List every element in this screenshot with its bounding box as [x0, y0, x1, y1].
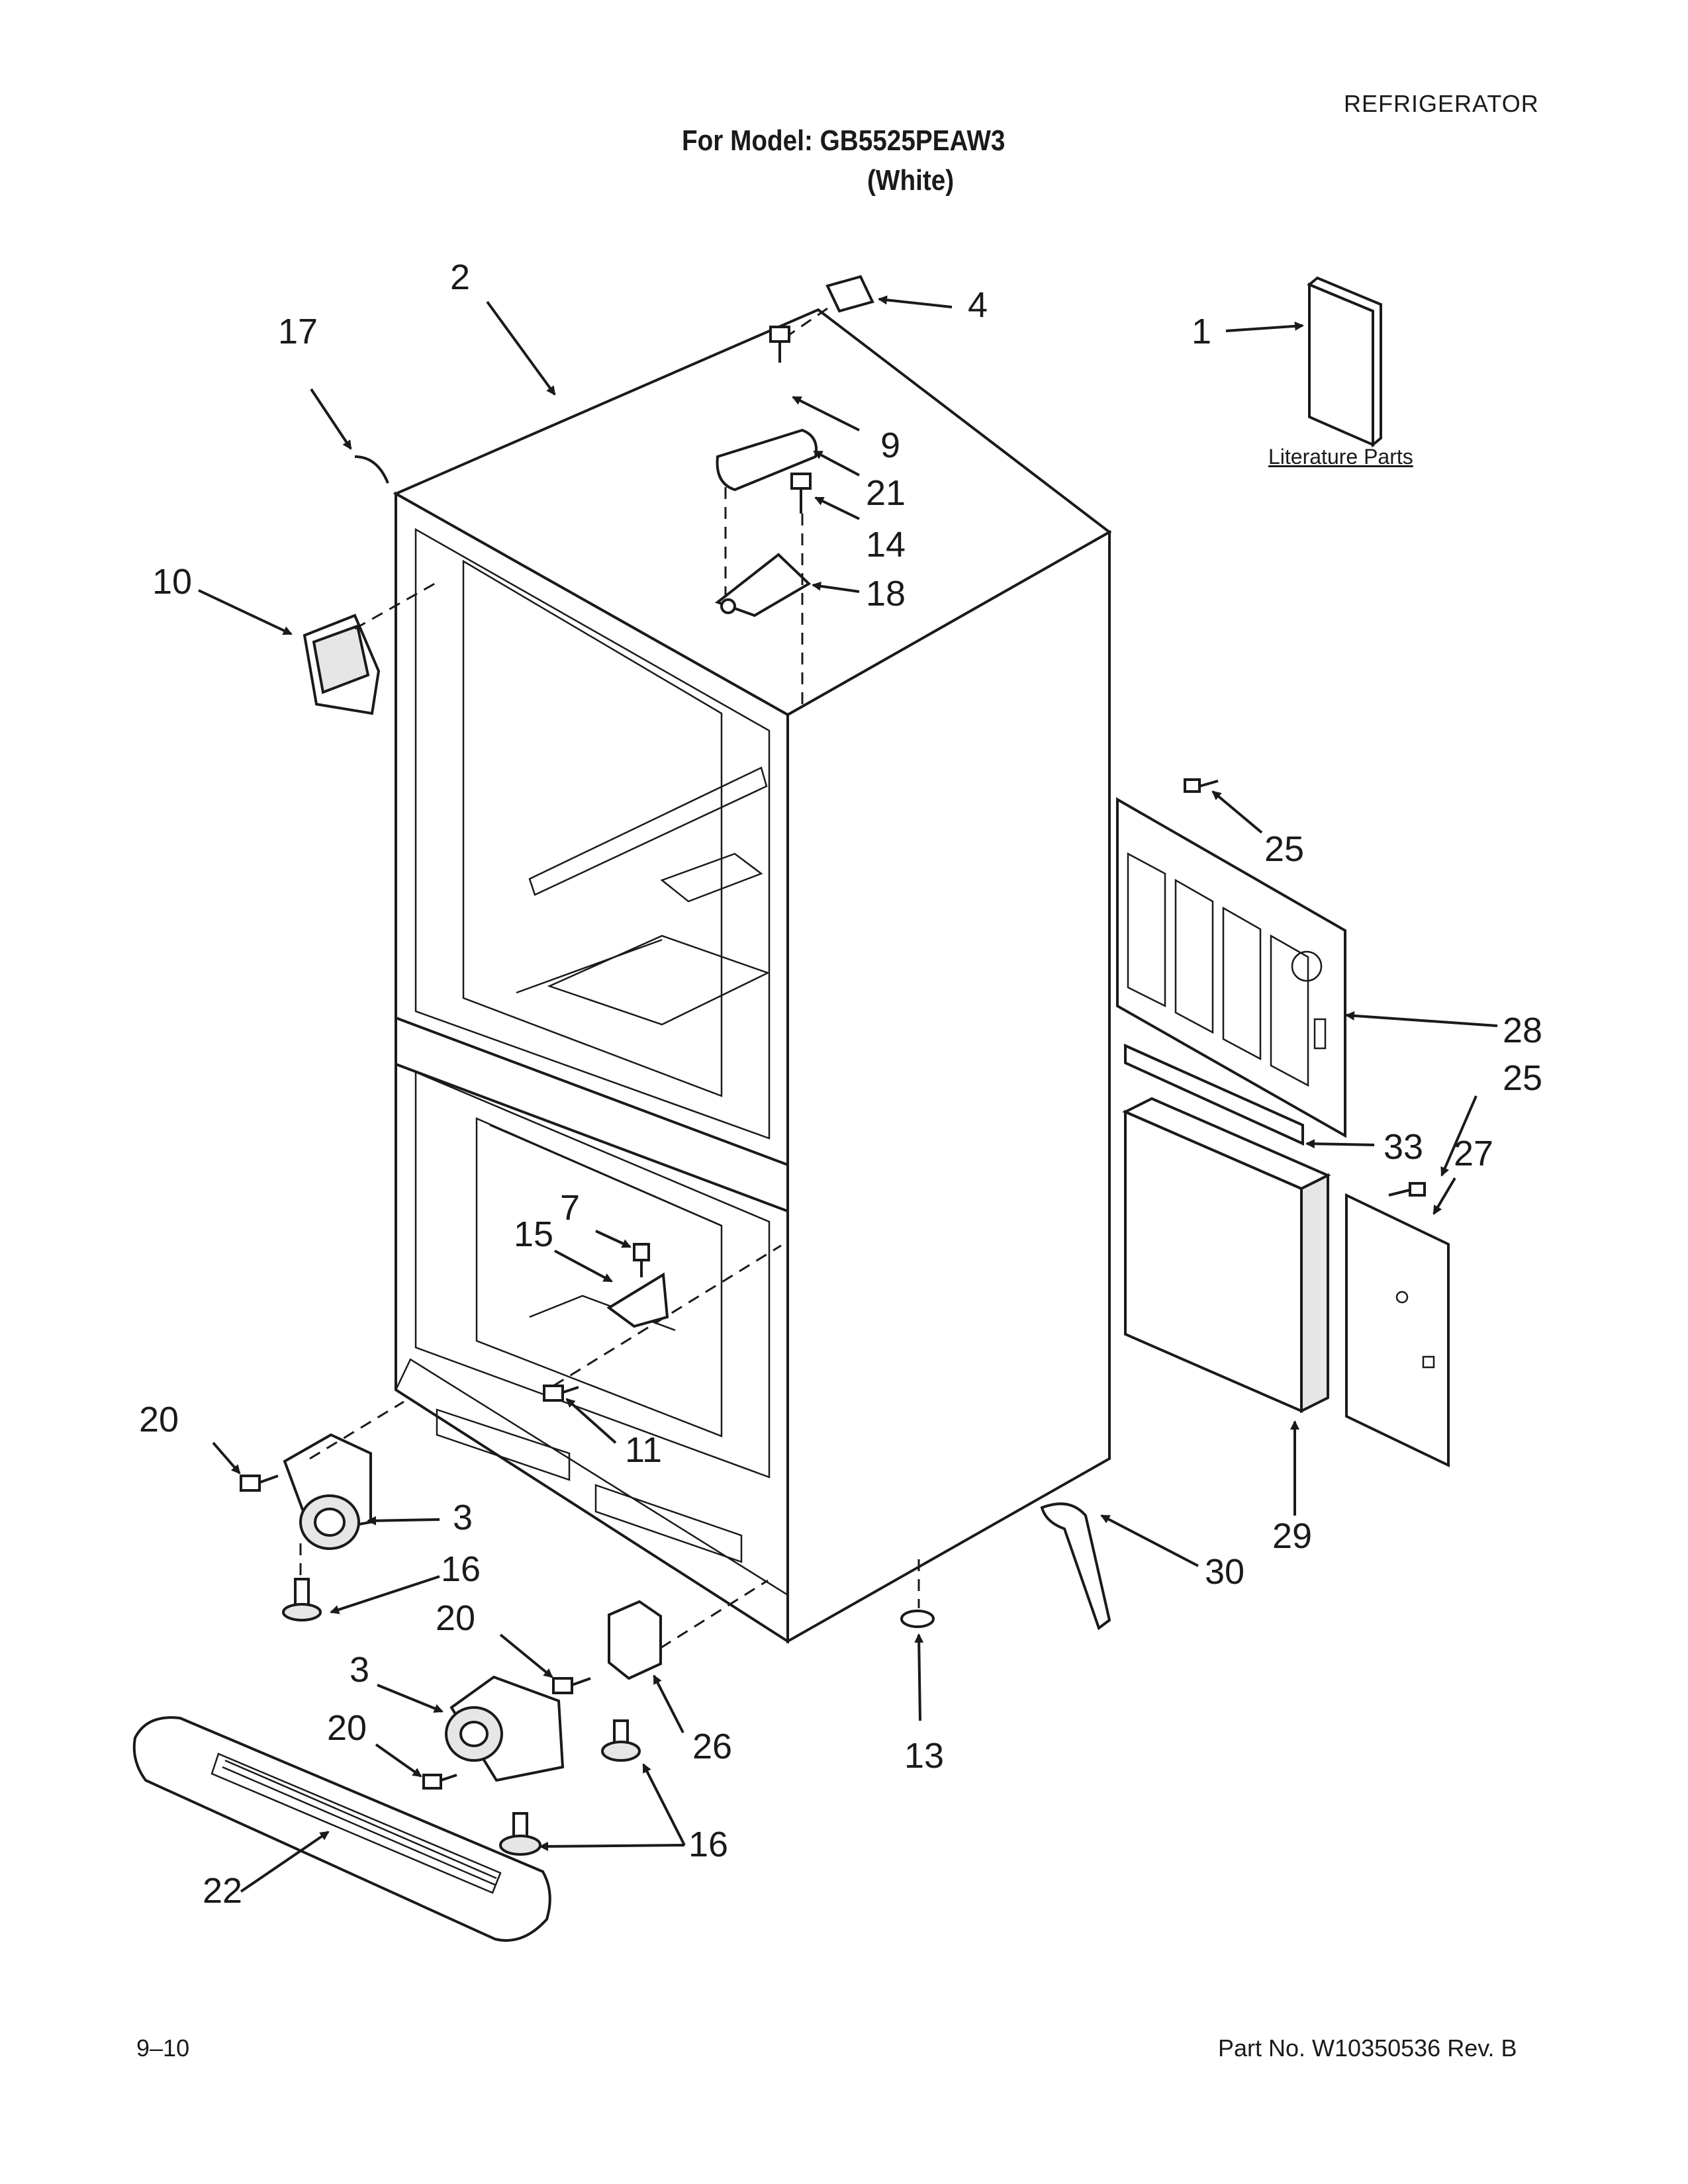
- screw-25-bottom: [1409, 1182, 1426, 1197]
- callout-16-left: 16: [441, 1549, 481, 1589]
- callout-14: 14: [866, 525, 906, 565]
- right-roller-assembly: [422, 1579, 769, 1856]
- literature-book: [1307, 276, 1382, 448]
- literature-parts-label: Literature Parts: [1268, 445, 1413, 469]
- callout-17: 17: [278, 312, 318, 351]
- callout-11: 11: [625, 1430, 663, 1470]
- seal-strip: [1124, 1043, 1304, 1146]
- callout-20-low: 20: [327, 1708, 367, 1748]
- callout-29: 29: [1272, 1516, 1313, 1556]
- callout-33: 33: [1383, 1127, 1424, 1167]
- model-color: (White): [867, 164, 955, 197]
- callout-9: 9: [880, 426, 901, 465]
- callout-20-mid: 20: [436, 1598, 476, 1638]
- base-grille: [132, 1716, 551, 1942]
- left-roller-assembly: [240, 1433, 372, 1621]
- page-number: 9–10: [136, 2034, 190, 2062]
- part-number: Part No. W10350536 Rev. B: [1218, 2034, 1517, 2062]
- callout-21: 21: [866, 473, 906, 513]
- callout-13: 13: [904, 1736, 945, 1776]
- callout-30: 30: [1205, 1552, 1245, 1592]
- control-badge: [303, 614, 381, 715]
- cabinet-body: [393, 308, 1112, 1644]
- callout-27: 27: [1454, 1134, 1494, 1173]
- callout-10: 10: [152, 562, 193, 602]
- access-cover-panel: [1116, 797, 1346, 1138]
- callout-25-bottom: 25: [1503, 1058, 1543, 1098]
- callout-4: 4: [968, 285, 988, 325]
- callout-25-top: 25: [1264, 829, 1305, 869]
- plug: [900, 1610, 935, 1628]
- callout-20-left: 20: [139, 1400, 179, 1439]
- rating-label: [825, 275, 874, 313]
- callout-1: 1: [1192, 312, 1212, 351]
- callout-16-right: 16: [688, 1825, 729, 1864]
- leader-lines: [198, 295, 1498, 1893]
- callout-28: 28: [1503, 1011, 1543, 1050]
- callout-18: 18: [866, 574, 906, 614]
- callout-26: 26: [692, 1727, 733, 1766]
- clip-17: [354, 455, 389, 484]
- callout-7: 7: [560, 1188, 581, 1228]
- cover-plate: [1345, 1193, 1450, 1468]
- model-title: For Model: GB5525PEAW3: [682, 124, 1006, 157]
- category-label: REFRIGERATOR: [1344, 90, 1539, 117]
- callout-3-right: 3: [350, 1650, 370, 1690]
- screw-25-top: [1184, 778, 1201, 793]
- drain-tube: [1040, 1502, 1111, 1631]
- callout-22: 22: [203, 1871, 243, 1911]
- middle-hinge-assembly: [543, 1243, 669, 1402]
- callout-2: 2: [450, 257, 471, 297]
- top-hinge-assembly: [714, 326, 818, 708]
- callout-3-left: 3: [453, 1498, 473, 1537]
- callout-15: 15: [514, 1214, 554, 1254]
